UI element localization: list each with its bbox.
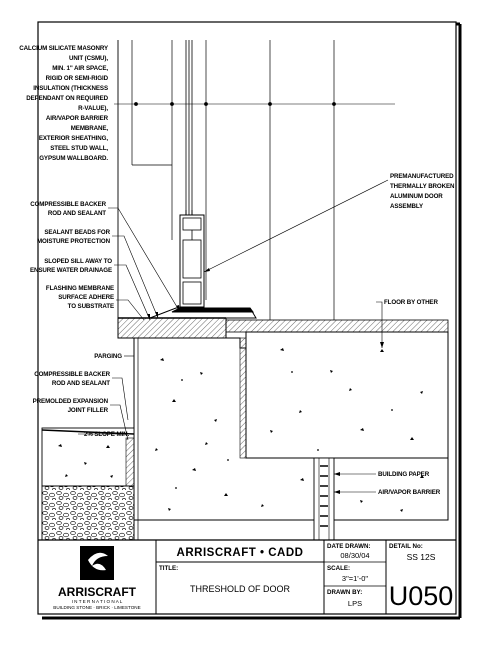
building-paper-detail <box>313 457 335 541</box>
sealant-callouts: COMPRESSIBLE BACKER ROD AND SEALANT SEAL… <box>30 201 122 414</box>
svg-text:JOINT FILLER: JOINT FILLER <box>68 407 109 414</box>
svg-text:THERMALLY BROKEN: THERMALLY BROKEN <box>390 183 455 190</box>
floor-label: FLOOR BY OTHER <box>384 299 438 306</box>
door-callout: PREMANUFACTURED THERMALLY BROKEN ALUMINU… <box>390 173 455 210</box>
svg-text:ASSEMBLY: ASSEMBLY <box>390 203 424 210</box>
date-value: 08/30/04 <box>340 551 369 560</box>
leader-lines <box>78 179 389 493</box>
scale-value: 3"=1'-0" <box>342 574 368 583</box>
sheet-number: U050 <box>389 581 454 611</box>
detail-value: SS 12S <box>407 552 436 562</box>
aluminum-door-frame <box>179 210 205 308</box>
svg-text:SURFACE ADHERE: SURFACE ADHERE <box>58 294 114 301</box>
svg-text:CALCIUM SILICATE MASONRY: CALCIUM SILICATE MASONRY <box>19 45 109 52</box>
svg-text:DEPENDANT ON REQUIRED: DEPENDANT ON REQUIRED <box>26 95 108 102</box>
title-label: TITLE: <box>159 565 178 572</box>
svg-text:MOISTURE PROTECTION: MOISTURE PROTECTION <box>37 238 111 245</box>
arriscraft-logo: ARRISCRAFT I N T E R N A T I O N A L BUI… <box>53 546 141 610</box>
wall-callout: CALCIUM SILICATE MASONRY UNIT (CSMU), MI… <box>19 45 109 162</box>
svg-text:ENSURE WATER DRAINAGE: ENSURE WATER DRAINAGE <box>30 267 112 274</box>
concrete-slab <box>133 331 449 540</box>
concrete-aggregate <box>155 348 424 512</box>
svg-text:ROD AND SEALANT: ROD AND SEALANT <box>52 380 110 387</box>
slope-label: 2% SLOPE MIN. <box>84 431 129 438</box>
svg-text:PARGING: PARGING <box>94 353 122 360</box>
svg-text:SLOPED SILL AWAY TO: SLOPED SILL AWAY TO <box>44 258 112 265</box>
svg-text:COMPRESSIBLE BACKER: COMPRESSIBLE BACKER <box>34 371 110 378</box>
floor-finish <box>225 319 449 333</box>
svg-text:RIGID OR SEMI-RIGID: RIGID OR SEMI-RIGID <box>46 75 109 82</box>
svg-text:TO SUBSTRATE: TO SUBSTRATE <box>68 303 114 310</box>
svg-text:ALUMINUM DOOR: ALUMINUM DOOR <box>390 193 443 200</box>
svg-text:R-VALUE),: R-VALUE), <box>78 105 108 112</box>
svg-text:MIN. 1" AIR SPACE,: MIN. 1" AIR SPACE, <box>52 65 108 72</box>
svg-text:ROD AND SEALANT: ROD AND SEALANT <box>48 210 106 217</box>
svg-text:COMPRESSIBLE BACKER: COMPRESSIBLE BACKER <box>30 201 106 208</box>
svg-text:SEALANT BEADS FOR: SEALANT BEADS FOR <box>44 229 110 236</box>
company-sub: I N T E R N A T I O N A L <box>72 599 123 604</box>
company-name: ARRISCRAFT <box>58 585 137 599</box>
detail-label: DETAIL No: <box>389 543 423 550</box>
title-block <box>38 539 456 614</box>
exterior-grade <box>41 427 135 541</box>
scale-label: SCALE: <box>327 565 350 572</box>
drawn-by-value: LPS <box>348 599 362 608</box>
drawn-by-label: DRAWN BY: <box>327 589 362 596</box>
svg-text:GYPSUM WALLBOARD.: GYPSUM WALLBOARD. <box>39 155 108 162</box>
grade-aggregate <box>58 444 113 478</box>
svg-text:PREMOLDED EXPANSION: PREMOLDED EXPANSION <box>33 398 109 405</box>
sloped-sill <box>117 307 257 339</box>
title-block-header: ARRISCRAFT • CADD <box>177 547 304 559</box>
sheet-border <box>37 21 457 615</box>
building-paper-label: BUILDING PAPER <box>378 471 430 478</box>
svg-text:AIR/VAPOR BARRIER: AIR/VAPOR BARRIER <box>46 115 109 122</box>
wall-assembly <box>114 40 395 320</box>
date-label: DATE DRAWN: <box>327 543 371 550</box>
svg-text:PREMANUFACTURED: PREMANUFACTURED <box>390 173 454 180</box>
svg-text:MEMBRANE,: MEMBRANE, <box>71 125 109 132</box>
air-vapor-label: AIR/VAPOR BARRIER <box>378 489 441 496</box>
svg-text:INSULATION (THICKNESS: INSULATION (THICKNESS <box>33 85 108 92</box>
svg-text:EXTERIOR SHEATHING,: EXTERIOR SHEATHING, <box>39 135 109 142</box>
drawing-title: THRESHOLD OF DOOR <box>190 584 291 594</box>
svg-text:STEEL STUD WALL,: STEEL STUD WALL, <box>50 145 108 152</box>
leader-arrowheads <box>147 268 384 494</box>
company-tagline: BUILDING STONE · BRICK · LIMESTONE <box>53 605 140 610</box>
logo-mark-icon <box>80 546 114 580</box>
svg-text:UNIT (CSMU),: UNIT (CSMU), <box>69 55 108 62</box>
svg-text:FLASHING MEMBRANE: FLASHING MEMBRANE <box>46 285 114 292</box>
